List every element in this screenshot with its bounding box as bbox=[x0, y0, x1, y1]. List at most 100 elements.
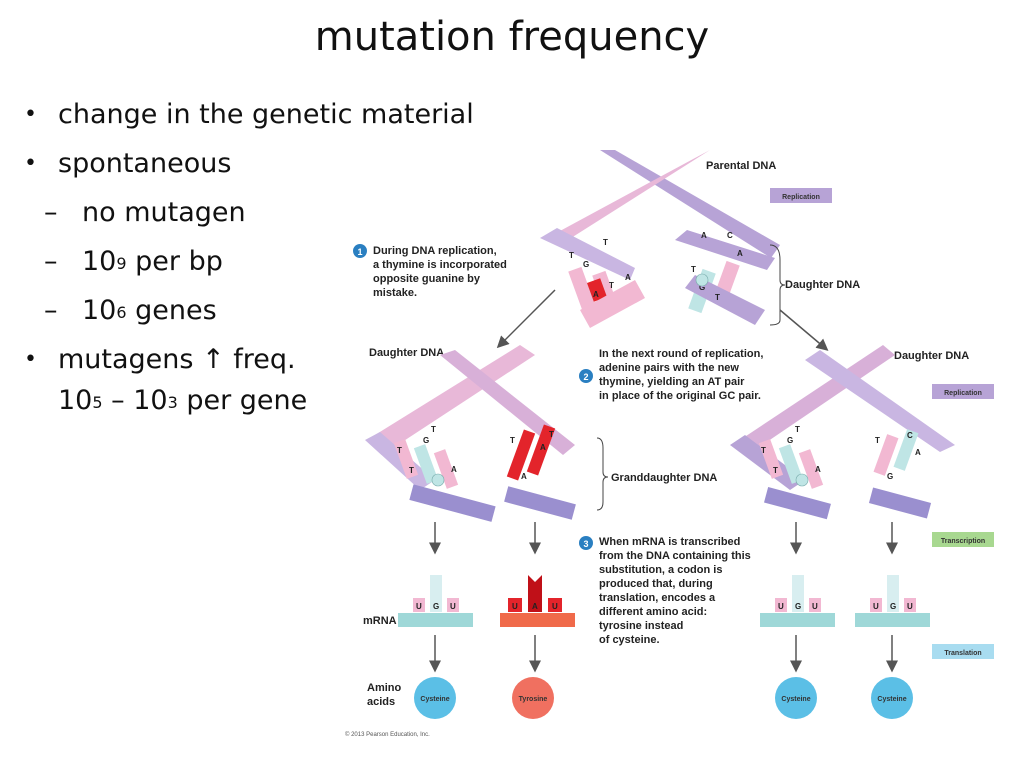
step-text-line: different amino acid: bbox=[599, 606, 707, 618]
step-2-number: 2 bbox=[583, 372, 588, 382]
arrow-right bbox=[779, 309, 829, 351]
codon-base: U bbox=[873, 602, 879, 611]
base-label: T bbox=[609, 281, 614, 290]
codon-base: U bbox=[450, 602, 456, 611]
step-text-line: translation, encodes a bbox=[599, 592, 716, 604]
exponent: 9 bbox=[116, 254, 127, 273]
base-label: T bbox=[603, 238, 608, 247]
step-text-line: During DNA replication, bbox=[373, 245, 497, 257]
step-text-line: opposite guanine by bbox=[373, 273, 481, 285]
base-label: A bbox=[521, 472, 527, 481]
base-label: A bbox=[737, 249, 743, 258]
cysteine-label: Cysteine bbox=[781, 696, 810, 703]
tyrosine-circle bbox=[512, 677, 554, 719]
base-label: A bbox=[625, 273, 631, 282]
base-label: G bbox=[423, 436, 429, 445]
cysteine-circle bbox=[414, 677, 456, 719]
granddaughter-bracket bbox=[596, 437, 609, 511]
base-label: T bbox=[397, 446, 402, 455]
base-label: G bbox=[699, 283, 705, 292]
sub-bullet-text: genes bbox=[126, 295, 217, 326]
bullet-text: spontaneous bbox=[58, 148, 232, 179]
codon-tyrosine: U A U bbox=[500, 575, 575, 627]
bullet-text: 10 bbox=[58, 385, 93, 416]
codon-base: U bbox=[812, 602, 818, 611]
codon-cysteine-2: U G U bbox=[760, 575, 835, 627]
base-label: T bbox=[549, 430, 554, 439]
replication-badge-text: Replication bbox=[782, 194, 820, 201]
step-text-line: of cysteine. bbox=[599, 634, 660, 646]
base-label: T bbox=[569, 251, 574, 260]
sub-bullet-text: 10 bbox=[82, 295, 117, 326]
sub-bullet: –109 per bp bbox=[44, 246, 223, 277]
base-label: A bbox=[593, 290, 599, 299]
parental-dna-label: Parental DNA bbox=[706, 160, 776, 172]
translation-badge-text: Translation bbox=[944, 650, 981, 657]
codon-base: G bbox=[433, 602, 439, 611]
step-text-line: thymine, yielding an AT pair bbox=[599, 376, 745, 388]
step-text-line: in place of the original GC pair. bbox=[599, 390, 761, 402]
transcription-arrows bbox=[429, 522, 898, 555]
step-3-badge bbox=[579, 536, 593, 550]
mutation-figure: G T T A A T A C A T G T Parental DNA Rep… bbox=[345, 150, 994, 738]
sub-bullet-text: no mutagen bbox=[82, 197, 246, 228]
base-label: T bbox=[875, 436, 880, 445]
codon-cysteine-1: U G U bbox=[398, 575, 473, 627]
sub-bullet: –no mutagen bbox=[44, 197, 246, 228]
codon-base: G bbox=[890, 602, 896, 611]
amino-acids-label: Amino bbox=[367, 682, 402, 694]
mrna-label: mRNA bbox=[363, 615, 397, 627]
step-1-text: During DNA replication, a thymine is inc… bbox=[373, 245, 507, 299]
bullet-item: •mutagens ↑ freq. bbox=[24, 335, 474, 384]
step-text-line: from the DNA containing this bbox=[599, 550, 751, 562]
base-label: T bbox=[510, 436, 515, 445]
step-3-number: 3 bbox=[583, 539, 588, 549]
step-1-badge bbox=[353, 244, 367, 258]
codon-base: G bbox=[795, 602, 801, 611]
transcription-badge bbox=[932, 532, 994, 547]
bullet-text: – 10 bbox=[102, 385, 168, 416]
step-2-text: In the next round of replication, adenin… bbox=[599, 348, 763, 402]
bullet-continuation: 105 – 103 per gene bbox=[24, 376, 474, 425]
codon-base: U bbox=[778, 602, 784, 611]
step-text-line: adenine pairs with the new bbox=[599, 362, 739, 374]
base-label: A bbox=[701, 231, 707, 240]
step-text-line: mistake. bbox=[373, 287, 417, 299]
right-daughter-helix: G T T T A C T G C A bbox=[730, 345, 955, 520]
codon-base: U bbox=[512, 602, 518, 611]
exponent: 6 bbox=[116, 303, 127, 322]
base-label: T bbox=[691, 265, 696, 274]
bullet-text: per gene bbox=[177, 385, 308, 416]
bullet-item: •spontaneous bbox=[24, 139, 474, 188]
step-2-badge bbox=[579, 369, 593, 383]
replication-badge-2 bbox=[932, 384, 994, 399]
exponent: 3 bbox=[167, 393, 178, 412]
base-label: T bbox=[715, 293, 720, 302]
bullet-text: change in the genetic material bbox=[58, 99, 474, 130]
sub-bullet-text: per bp bbox=[126, 246, 223, 277]
replication-badge bbox=[770, 188, 832, 203]
amino-acids-label: acids bbox=[367, 696, 395, 708]
sub-bullet: –106 genes bbox=[44, 295, 217, 326]
step-1-number: 1 bbox=[357, 247, 362, 257]
step-text-line: substitution, a codon is bbox=[599, 564, 722, 576]
step-3-text: When mRNA is transcribed from the DNA co… bbox=[599, 536, 751, 646]
cysteine-circle bbox=[871, 677, 913, 719]
cysteine-label: Cysteine bbox=[877, 696, 906, 703]
base-label: T bbox=[795, 425, 800, 434]
step-text-line: tyrosine instead bbox=[599, 620, 683, 632]
bullet-list: •change in the genetic material •spontan… bbox=[24, 90, 474, 425]
base-label: G bbox=[583, 260, 589, 269]
daughter-dna-label: Daughter DNA bbox=[785, 279, 860, 291]
replication-badge-text: Replication bbox=[944, 390, 982, 397]
cysteine-circle bbox=[775, 677, 817, 719]
tyrosine-label: Tyrosine bbox=[519, 696, 548, 703]
translation-arrows bbox=[429, 635, 898, 673]
step-text-line: When mRNA is transcribed bbox=[599, 536, 740, 548]
codon-base: U bbox=[416, 602, 422, 611]
granddaughter-dna-label: Granddaughter DNA bbox=[611, 472, 717, 484]
base-label: T bbox=[409, 466, 414, 475]
bullet-text: mutagens ↑ freq. bbox=[58, 344, 296, 375]
step-text-line: In the next round of replication, bbox=[599, 348, 763, 360]
base-label: A bbox=[451, 465, 457, 474]
